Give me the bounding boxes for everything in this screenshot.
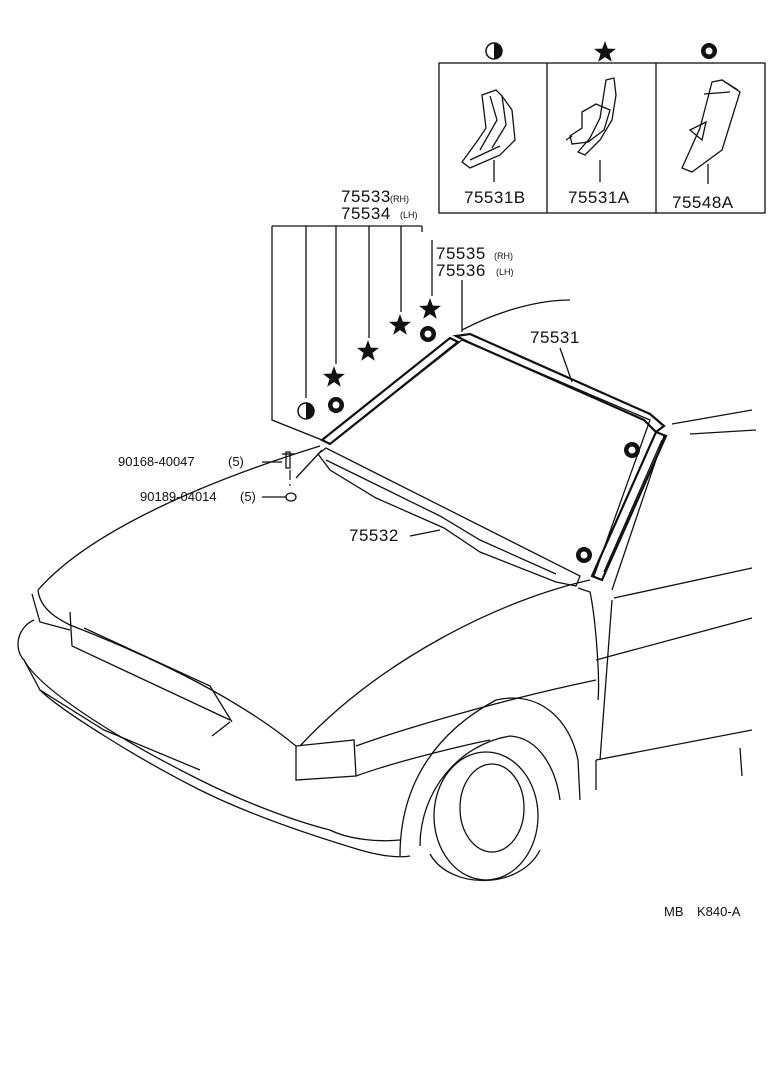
part-75531B-drawing [461,89,516,182]
ring-icon [420,326,436,342]
part-label-75534: 75534 [341,204,391,223]
part-side-75534: (LH) [400,210,418,220]
part-label-75532: 75532 [349,526,399,545]
diagram-code-prefix: MB [664,904,684,919]
car-body [17,299,757,882]
ring-icon [624,442,640,458]
ring-icon [701,43,717,59]
part-side-75535: (RH) [494,251,513,261]
part-label-75531A: 75531A [568,188,630,207]
part-label-75548A: 75548A [672,193,734,212]
star-icon [357,340,379,361]
ring-icon [576,547,592,563]
half-circle-icon [485,42,503,60]
part-side-75533: (RH) [390,194,409,204]
fasteners [262,449,323,502]
star-icon [594,41,616,62]
screw-icon [285,451,291,469]
part-label-75531B: 75531B [464,188,526,207]
part-label-75533: 75533 [341,187,391,206]
ring-icon [328,397,344,413]
star-icon [389,314,411,335]
diagram-code: K840-A [697,904,741,919]
star-icon [419,298,441,319]
part-label-90168: 90168-40047 [118,454,195,469]
star-icon [323,366,345,387]
half-circle-icon [297,402,315,420]
inset-frame [438,62,766,214]
windshield-moldings [317,332,668,587]
part-label-75535: 75535 [436,244,486,263]
part-75531A-drawing [565,77,617,182]
nut-icon [285,492,297,502]
part-qty-90189: (5) [240,489,256,504]
part-label-75536: 75536 [436,261,486,280]
part-qty-90168: (5) [228,454,244,469]
part-side-75536: (LH) [496,267,514,277]
part-75548A-drawing [681,79,741,184]
callout-bracket [271,225,463,441]
part-label-75531: 75531 [530,328,580,347]
part-label-90189: 90189-04014 [140,489,217,504]
detail-inset: 75531B 75531A 75548A [438,41,766,214]
